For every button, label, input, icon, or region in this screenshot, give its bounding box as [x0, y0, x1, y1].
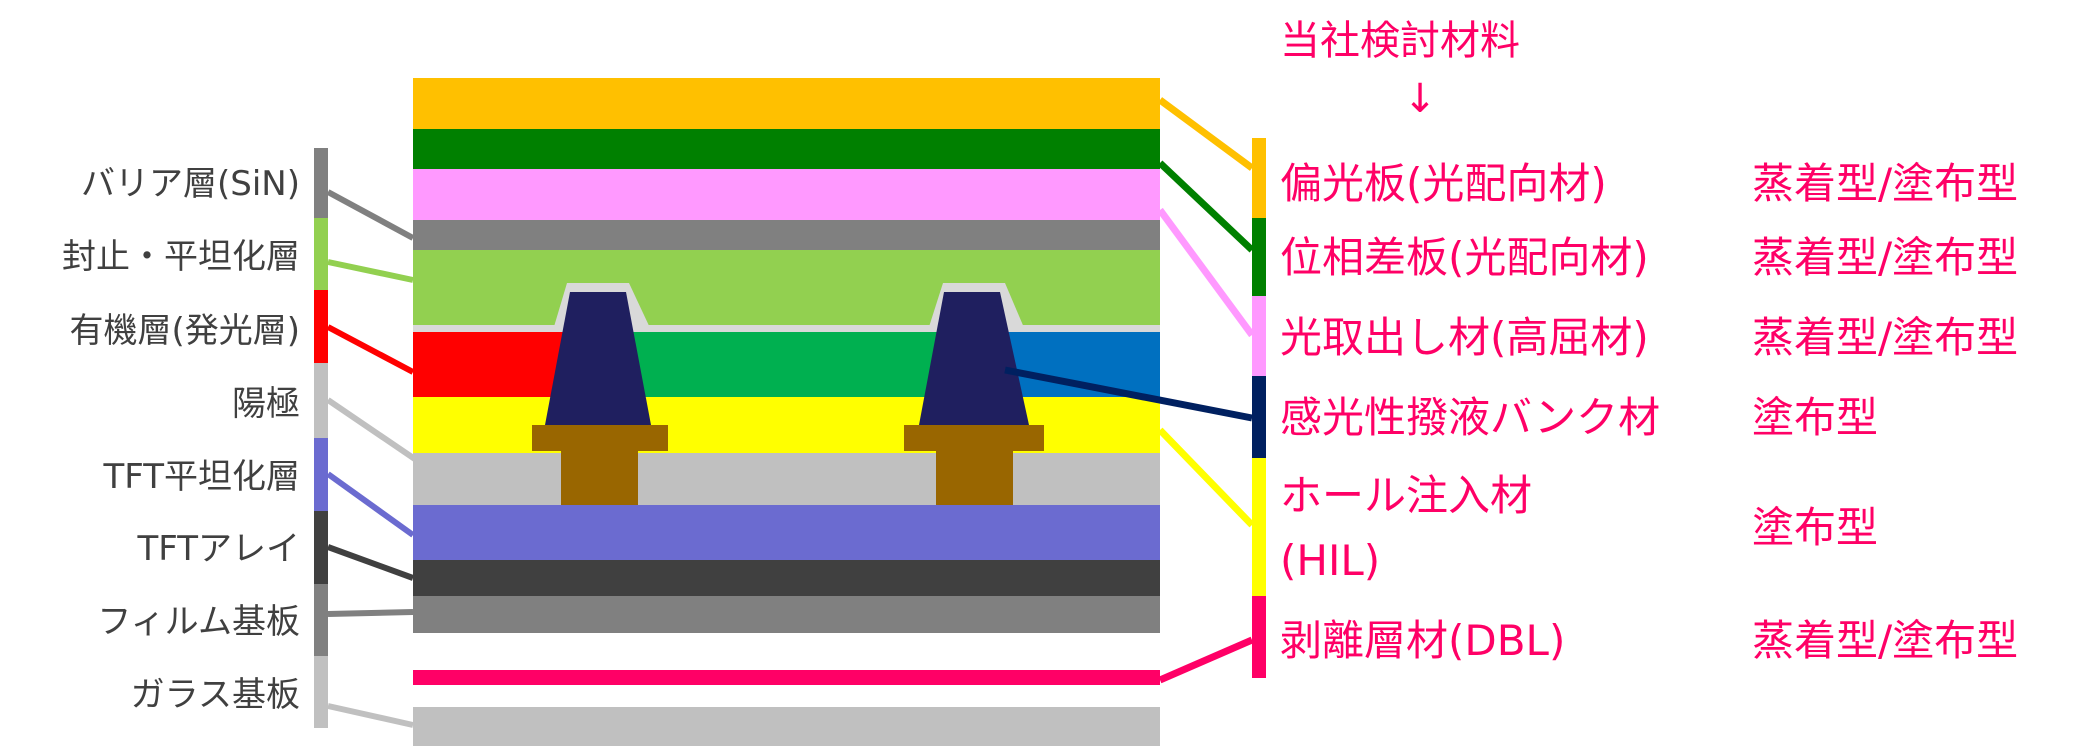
leader-polarizer	[1157, 97, 1255, 171]
legend-bar-film	[314, 584, 328, 656]
material-dbl: 剥離層材(DBL)	[1280, 616, 1565, 665]
leader-organic	[326, 324, 415, 375]
legend-bar-extraction	[1252, 296, 1266, 376]
type-bank: 塗布型	[1752, 393, 1878, 442]
layer-light-extraction	[413, 169, 1160, 220]
layer-retarder	[413, 129, 1160, 169]
layer-anode	[413, 453, 1160, 505]
right-legend: 当社検討材料 ↓ 偏光板(光配向材) 位相差板(光配向材) 光取出し材(高屈材)…	[1004, 18, 2018, 684]
layer-stack	[413, 78, 1160, 746]
layer-glass-substrate	[413, 707, 1160, 746]
legend-bar-dbl	[1252, 596, 1266, 678]
type-polarizer: 蒸着型/塗布型	[1752, 159, 2018, 208]
type-retarder: 蒸着型/塗布型	[1752, 233, 2018, 282]
leader-barrier	[326, 189, 415, 241]
material-retarder: 位相差板(光配向材)	[1280, 233, 1649, 282]
layer-film-substrate	[413, 596, 1160, 633]
label-anode: 陽極	[232, 384, 300, 424]
layer-tft-array	[413, 560, 1160, 596]
type-hil: 塗布型	[1752, 503, 1878, 552]
leader-hil	[1157, 427, 1255, 528]
legend-bar-tft-planar	[314, 438, 328, 511]
legend-bar-retarder	[1252, 218, 1266, 296]
layer-thin-coat	[413, 325, 1160, 332]
material-hil: ホール注入材	[1280, 471, 1532, 520]
legend-bar-anode	[314, 363, 328, 438]
leader-tft-planar	[326, 471, 415, 538]
label-organic: 有機層(発光層)	[69, 311, 300, 351]
legend-bar-tft-array	[314, 511, 328, 584]
leader-glass	[327, 703, 414, 728]
layer-tft-planarization	[413, 505, 1160, 560]
material-extraction: 光取出し材(高屈材)	[1280, 313, 1649, 362]
leader-tft-array	[326, 544, 415, 581]
legend-bar-organic	[314, 290, 328, 363]
leader-encap	[327, 259, 414, 283]
legend-bar-encap	[314, 218, 328, 290]
leader-anode	[326, 397, 455, 488]
layer-dbl	[413, 670, 1160, 685]
type-extraction: 蒸着型/塗布型	[1752, 313, 2018, 362]
header-arrow: ↓	[1403, 76, 1437, 122]
label-tft-planar: TFT平坦化層	[103, 457, 301, 497]
layer-encapsulation	[413, 250, 1160, 327]
left-legend: バリア層(SiN) 封止・平坦化層 有機層(発光層) 陽極 TFT平坦化層 TF…	[62, 148, 455, 728]
legend-bar-bank	[1252, 376, 1266, 458]
layer-polarizer	[413, 78, 1160, 129]
material-bank: 感光性撥液バンク材	[1280, 393, 1660, 442]
label-barrier: バリア層(SiN)	[81, 164, 300, 204]
material-polarizer: 偏光板(光配向材)	[1280, 159, 1607, 208]
label-film: フィルム基板	[97, 602, 300, 642]
layer-barrier	[413, 220, 1160, 250]
leader-retarder	[1157, 160, 1255, 253]
bank-right	[919, 283, 1029, 425]
type-dbl: 蒸着型/塗布型	[1752, 616, 2018, 665]
anode-contact-left	[532, 425, 668, 505]
legend-bar-polarizer	[1252, 138, 1266, 218]
leader-extraction	[1157, 207, 1255, 338]
header-title: 当社検討材料	[1280, 18, 1520, 64]
label-encap: 封止・平坦化層	[62, 237, 300, 277]
legend-bar-hil	[1252, 458, 1266, 596]
legend-bar-barrier	[314, 148, 328, 218]
leader-bank	[1004, 366, 1253, 422]
anode-contact-right	[904, 425, 1044, 505]
material-hil-line2: (HIL)	[1280, 536, 1380, 585]
leader-dbl	[1158, 636, 1254, 684]
emitter-red	[413, 332, 563, 397]
legend-bar-glass	[314, 656, 328, 728]
bank-left	[545, 283, 651, 425]
layer-hil	[413, 397, 1160, 453]
leader-film	[327, 609, 414, 617]
label-glass: ガラス基板	[131, 675, 300, 715]
label-tft-array: TFTアレイ	[137, 529, 301, 569]
